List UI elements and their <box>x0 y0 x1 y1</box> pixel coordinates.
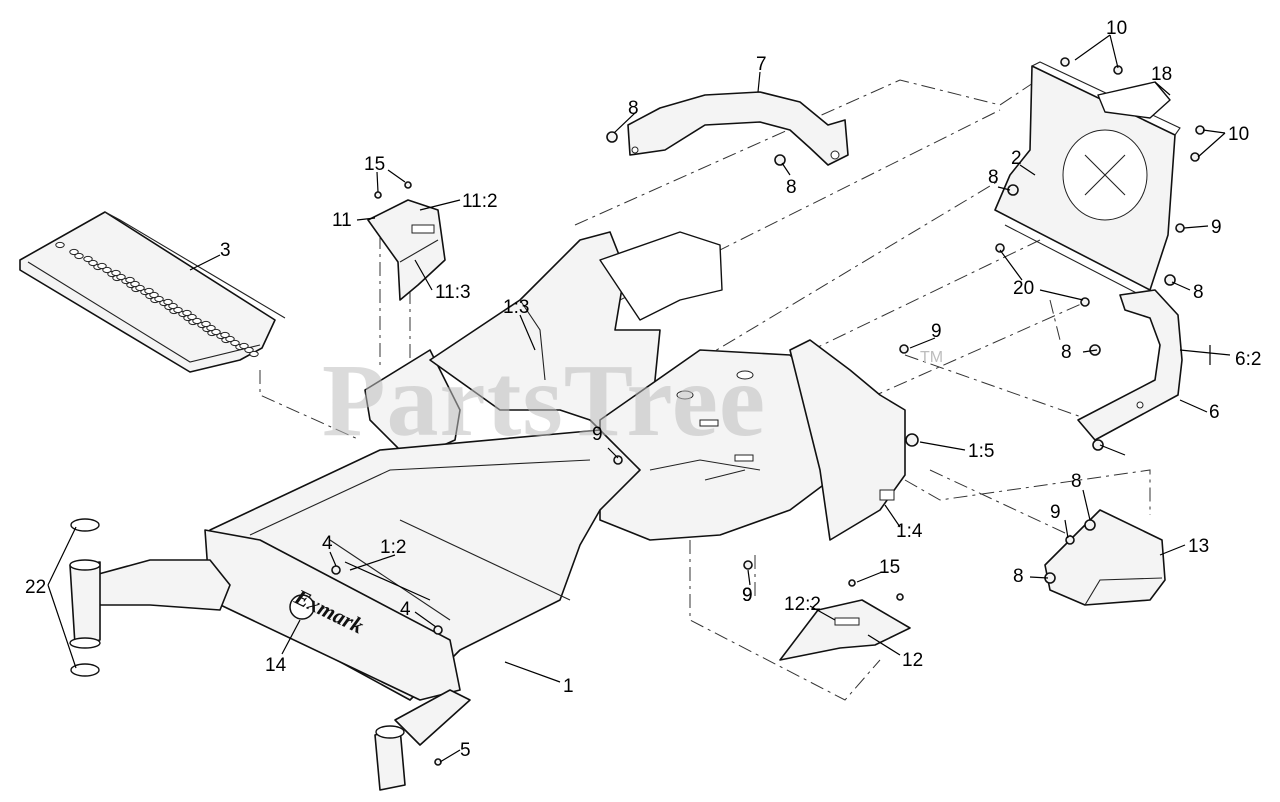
perforation-hole <box>220 331 230 339</box>
callout-11: 11 <box>332 210 352 231</box>
callout-8-b: 8 <box>786 177 797 198</box>
seat-mount-plate <box>994 61 1181 301</box>
callout-9-a: 9 <box>1211 217 1222 238</box>
callout-3: 3 <box>220 240 231 261</box>
callout-9-d: 9 <box>1050 502 1061 523</box>
watermark: PartsTree TM <box>322 343 943 458</box>
perforation-hole <box>116 273 126 281</box>
callout-8-f: 8 <box>1071 471 1082 492</box>
perforation-hole <box>154 295 164 303</box>
callout-9-e: 9 <box>742 585 753 606</box>
perforation-hole <box>135 284 145 292</box>
perforation-hole <box>211 328 221 336</box>
hardware <box>331 57 1205 766</box>
perforation-hole <box>201 320 211 328</box>
callout-7: 7 <box>756 54 767 75</box>
perforation-hole <box>111 269 121 277</box>
callout-15-b: 15 <box>879 557 900 578</box>
perforation-hole <box>192 317 202 325</box>
callout-1-4: 1:4 <box>896 521 923 542</box>
callout-1-2: 1:2 <box>380 537 406 558</box>
perforation-hole <box>187 313 197 321</box>
perforation-hole <box>69 248 79 256</box>
main-frame <box>69 231 906 791</box>
callout-8-d: 8 <box>1193 282 1204 303</box>
perforation-hole <box>125 276 135 284</box>
left-bracket <box>367 199 446 301</box>
callout-6: 6 <box>1209 402 1220 423</box>
perforation-hole <box>149 291 159 299</box>
perforation-hole <box>244 346 254 354</box>
callout-11-2: 11:2 <box>462 191 498 212</box>
perforation-hole <box>144 287 154 295</box>
callout-4-a: 4 <box>322 533 333 554</box>
callout-8-a: 8 <box>628 98 639 119</box>
callout-8-c: 8 <box>988 167 999 188</box>
perforation-hole <box>55 241 65 249</box>
perforation-hole <box>163 298 173 306</box>
callout-20: 20 <box>1013 278 1034 299</box>
right-side-bracket <box>1077 289 1183 441</box>
callout-14: 14 <box>265 655 287 676</box>
callout-9-c: 9 <box>592 424 603 445</box>
perforation-hole <box>182 309 192 317</box>
callout-1: 1 <box>563 676 574 697</box>
callout-13: 13 <box>1188 536 1209 557</box>
callout-8-e: 8 <box>1061 342 1072 363</box>
perforation-hole <box>88 259 98 267</box>
perforation-hole <box>74 252 84 260</box>
callout-1-5: 1:5 <box>968 441 994 462</box>
callout-2: 2 <box>1011 148 1022 169</box>
callout-11-3: 11:3 <box>435 282 471 303</box>
perforation-hole <box>102 266 112 274</box>
assembly-lines <box>259 74 1151 701</box>
perforation-hole <box>225 335 235 343</box>
callout-5: 5 <box>460 740 471 761</box>
perforation-hole <box>230 339 240 347</box>
callout-4-b: 4 <box>400 599 411 620</box>
perforation-hole <box>83 255 93 263</box>
perforation-hole <box>130 280 140 288</box>
perforation-hole <box>206 324 216 332</box>
callout-10-top: 10 <box>1106 18 1127 39</box>
bushings <box>70 518 100 677</box>
perforation-hole <box>97 262 107 270</box>
callout-6-2: 6:2 <box>1235 349 1261 370</box>
callout-labels: 10 18 10 7 8 8 2 8 9 15 11:2 11 11:3 3 1… <box>25 18 1261 761</box>
watermark-trademark: TM <box>920 349 943 366</box>
lower-right-bracket <box>1044 509 1166 606</box>
leader-lines <box>47 34 1231 763</box>
floor-plate <box>19 211 286 373</box>
watermark-text: PartsTree <box>322 343 766 458</box>
callout-8-g: 8 <box>1013 566 1024 587</box>
callout-22: 22 <box>25 577 46 598</box>
perforation-hole <box>249 350 259 358</box>
perforation-hole <box>168 302 178 310</box>
callout-1-3: 1:3 <box>503 297 529 318</box>
callout-9-b: 9 <box>931 321 942 342</box>
callout-10-right: 10 <box>1228 124 1249 145</box>
perforation-hole <box>173 306 183 314</box>
callout-12-2: 12:2 <box>784 594 821 615</box>
callout-9-f: 9 <box>742 585 753 606</box>
upper-arch-bracket <box>627 91 849 166</box>
perforation-hole <box>239 342 249 350</box>
callout-18: 18 <box>1151 64 1172 85</box>
callout-12: 12 <box>902 650 923 671</box>
callout-15-a: 15 <box>364 154 385 175</box>
part-18-plate <box>1097 81 1171 119</box>
